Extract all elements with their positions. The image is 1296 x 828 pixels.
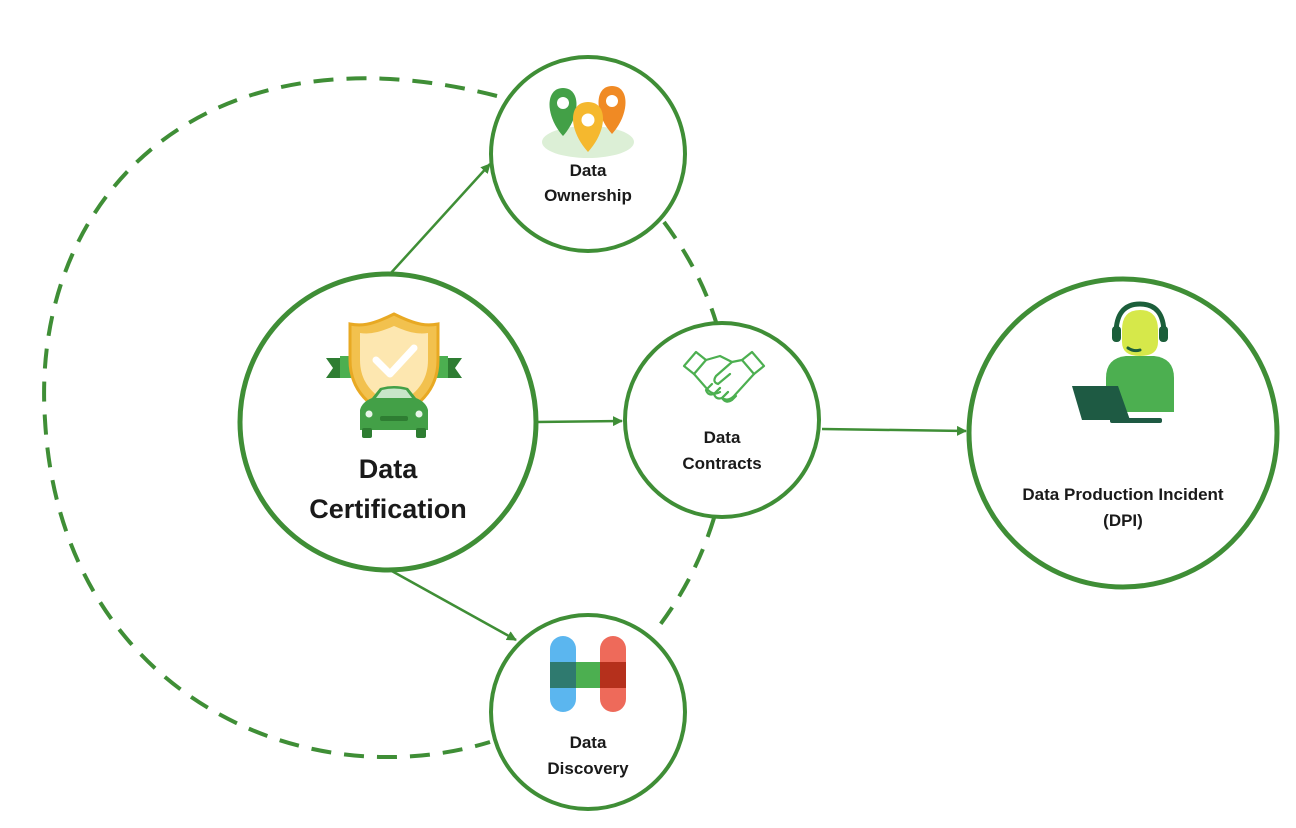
dashed-ownership-contracts <box>662 220 718 323</box>
handshake-icon <box>682 350 766 403</box>
node-data-contracts: Data Contracts <box>623 321 821 519</box>
shield-car-icon <box>326 312 462 438</box>
arrow-certification-ownership <box>389 163 491 275</box>
dpi-label-line1: Data Production Incident <box>1022 485 1224 504</box>
node-data-certification: Data Certification <box>237 271 539 573</box>
certification-label-line1: Data <box>359 454 419 484</box>
node-data-ownership: Data Ownership <box>489 55 687 253</box>
discovery-label-line2: Discovery <box>547 759 629 778</box>
arrow-contracts-dpi <box>821 425 967 436</box>
node-data-discovery: Data Discovery <box>489 613 687 811</box>
support-agent-icon <box>1072 301 1174 423</box>
dashed-contracts-discovery <box>654 517 716 632</box>
discovery-label-line1: Data <box>570 733 607 752</box>
arrow-certification-contracts <box>535 416 623 427</box>
dashed-loop-connector <box>42 76 498 760</box>
arrow-certification-discovery <box>389 568 517 642</box>
contracts-label-line1: Data <box>704 428 741 447</box>
node-data-production-incident: Data Production Incident (DPI) <box>966 276 1280 590</box>
map-pins-icon <box>542 86 634 158</box>
contracts-label-line2: Contracts <box>682 454 761 473</box>
certification-label-line2: Certification <box>309 494 467 524</box>
ownership-label-line2: Ownership <box>544 186 632 205</box>
h-logo-icon <box>550 636 626 712</box>
dpi-label-line2: (DPI) <box>1103 511 1143 530</box>
ownership-label-line1: Data <box>570 161 607 180</box>
